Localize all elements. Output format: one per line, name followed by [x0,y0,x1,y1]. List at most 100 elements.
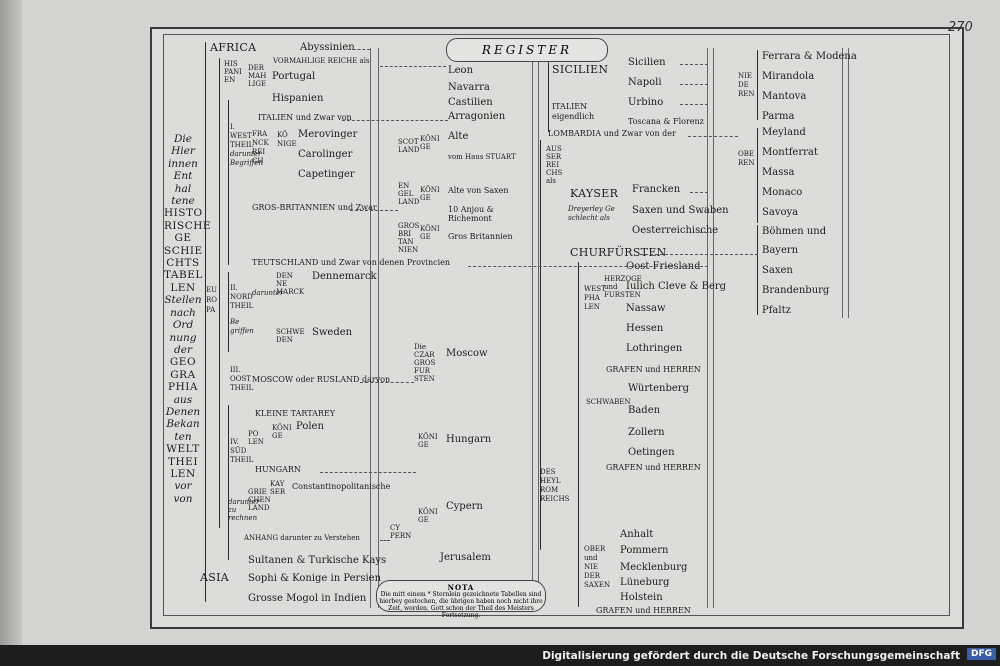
oberen-item-montferrat: Montferrat [762,147,818,158]
jerusalem-item: Jerusalem [440,552,491,563]
sweden-item: Sweden [312,327,353,338]
sachsen-item-holstein: Holstein [620,592,663,603]
teutschland-line: TEUTSCHLAND und Zwar von denen Provincie… [252,258,451,267]
asia-item-sophi: Sophi & Konige in Persien [248,573,382,584]
westphalen-item-lothringen: Lothringen [626,343,683,354]
title-word: GEO [169,356,197,369]
leader-line [680,104,708,105]
hungarn-right-item: Hungarn [446,434,492,445]
column-rule [842,48,843,318]
sicilien-label: SICILIEN [552,63,609,76]
kayser-item-francken: Francken [632,184,681,195]
title-word: LEN [170,281,196,294]
north-theil-darunter: darunter [252,289,284,297]
polen-item: Polen [296,421,324,432]
polen-label: PO LEN [248,430,264,446]
title-word: GE [174,232,192,245]
churfursten-item-bayern: Bayern [762,245,799,256]
title-word: nung [169,331,197,344]
niederen-label: NIE DE REN [738,72,755,98]
leader-line [360,382,414,383]
france-konige: KÖ NIGE [277,131,297,148]
title-word: vor [174,480,192,493]
schwaben-label: SCHWABEN [586,398,631,407]
sachsen-item-pommern: Pommern [620,545,669,556]
denmark-label: DEN NE MARCK [276,272,305,296]
scotland-konige: KÖNI GE [420,135,440,151]
title-word: HISTO [164,207,203,220]
north-brace [228,272,229,352]
reichskreise-brace [578,262,579,607]
westphalen-label: WEST PHA LEN [584,285,606,311]
spain-right-leon: Leon [448,65,474,76]
title-word: Bekan [166,418,200,431]
leader-line [680,84,708,85]
grafen-herren-3: GRAFEN und HERREN [596,606,691,615]
england-konige: KÖNI GE [420,186,440,202]
title-word: nach [170,306,196,319]
france-label: FRA NCK REI CH [252,130,269,165]
kayser-item-saxen: Saxen und Swaben [632,205,729,216]
spain-right-arragonien: Arragonien [448,111,506,122]
page-binding-shadow [0,0,22,645]
italy-item-toscana: Toscana & Florenz [628,117,704,126]
column-rule [713,48,714,608]
africa-label: AFRICA [210,41,257,54]
oberen-item-monaco: Monaco [762,187,803,198]
vormahlige-reiche: VORMAHLIGE REICHE als [273,57,370,65]
westphalen-item-iulich: Iulich Cleve & Berg [626,281,727,292]
register-cartouche: REGISTER [446,38,608,62]
title-word: Denen [165,405,201,418]
westphalen-item-oostfriesland: Oost Friesland [626,261,701,272]
nota-text: Die mitt einem * Sternlein gezeichnete T… [379,591,543,619]
south-theil-sub: darunter zu rechnen [228,498,260,522]
grosbritannien-konige: KÖNI GE [420,225,440,241]
england-item-anjou: 10 Anjou & Richemont [448,205,494,223]
plate-inner-border [163,34,950,616]
leader-line [380,66,446,67]
nota-title: NOTA [447,583,475,592]
title-word: CHTS [166,257,200,270]
oberen-item-savoya: Savoya [762,207,799,218]
nota-cartouche: NOTA Die mitt einem * Sternlein gezeichn… [376,580,546,619]
france-item-capetinger: Capetinger [298,169,355,180]
title-word: innen [168,157,198,170]
grafen-herren-1: GRAFEN und HERREN [606,365,701,374]
hungarn-line: HUNGARN [255,465,301,474]
churfursten-item-bohmen: Böhmen und [762,226,827,237]
niederen-item-parma: Parma [762,111,795,122]
westphalen-item-nassaw: Nassaw [626,303,666,314]
africa-item-abyssinien: Abyssinien [300,42,355,53]
north-theil-sub: Be griffen [230,318,254,335]
scotland-item-alte: Alte [448,131,469,142]
moscow-right-item: Moscow [446,348,488,359]
moscow-line: MOSCOW oder RUSLAND darvon [252,375,391,384]
sachsen-item-anhalt: Anhalt [620,529,654,540]
cypern-right-item: Cypern [446,501,483,512]
europa-label: EU RO PA [206,286,218,314]
churfursten-label: CHURFÜRSTEN [570,246,667,259]
column-rule [707,48,708,608]
title-word: hal [174,182,192,195]
title-word: Ord [172,319,194,332]
title-word: THEI [168,455,198,468]
title-word: ten [174,430,192,443]
spain-label: HIS PANI EN [224,60,243,84]
europa-brace [219,58,220,528]
anhang-line: ANHANG darunter zu Verstehen [244,534,360,542]
spain-sub: DER MAH LIGE [248,64,267,88]
leader-line [688,136,738,137]
reich-brace [540,140,541,550]
leader-line [690,192,708,193]
column-rule [532,48,533,608]
engraved-plate [150,27,964,629]
churfursten-brace [757,225,758,315]
greece-item: Constantinopolitanische [292,482,391,491]
east-theil-label: III. OOST THEIL [230,366,254,392]
grosbritannien-item: Gros Britannien [448,232,513,241]
south-brace [228,405,229,560]
asia-item-sultanen: Sultanen & Turkische Kays [248,555,387,566]
north-theil-label: II. NORD THEIL [230,284,254,310]
title-word: WELT [166,443,200,456]
